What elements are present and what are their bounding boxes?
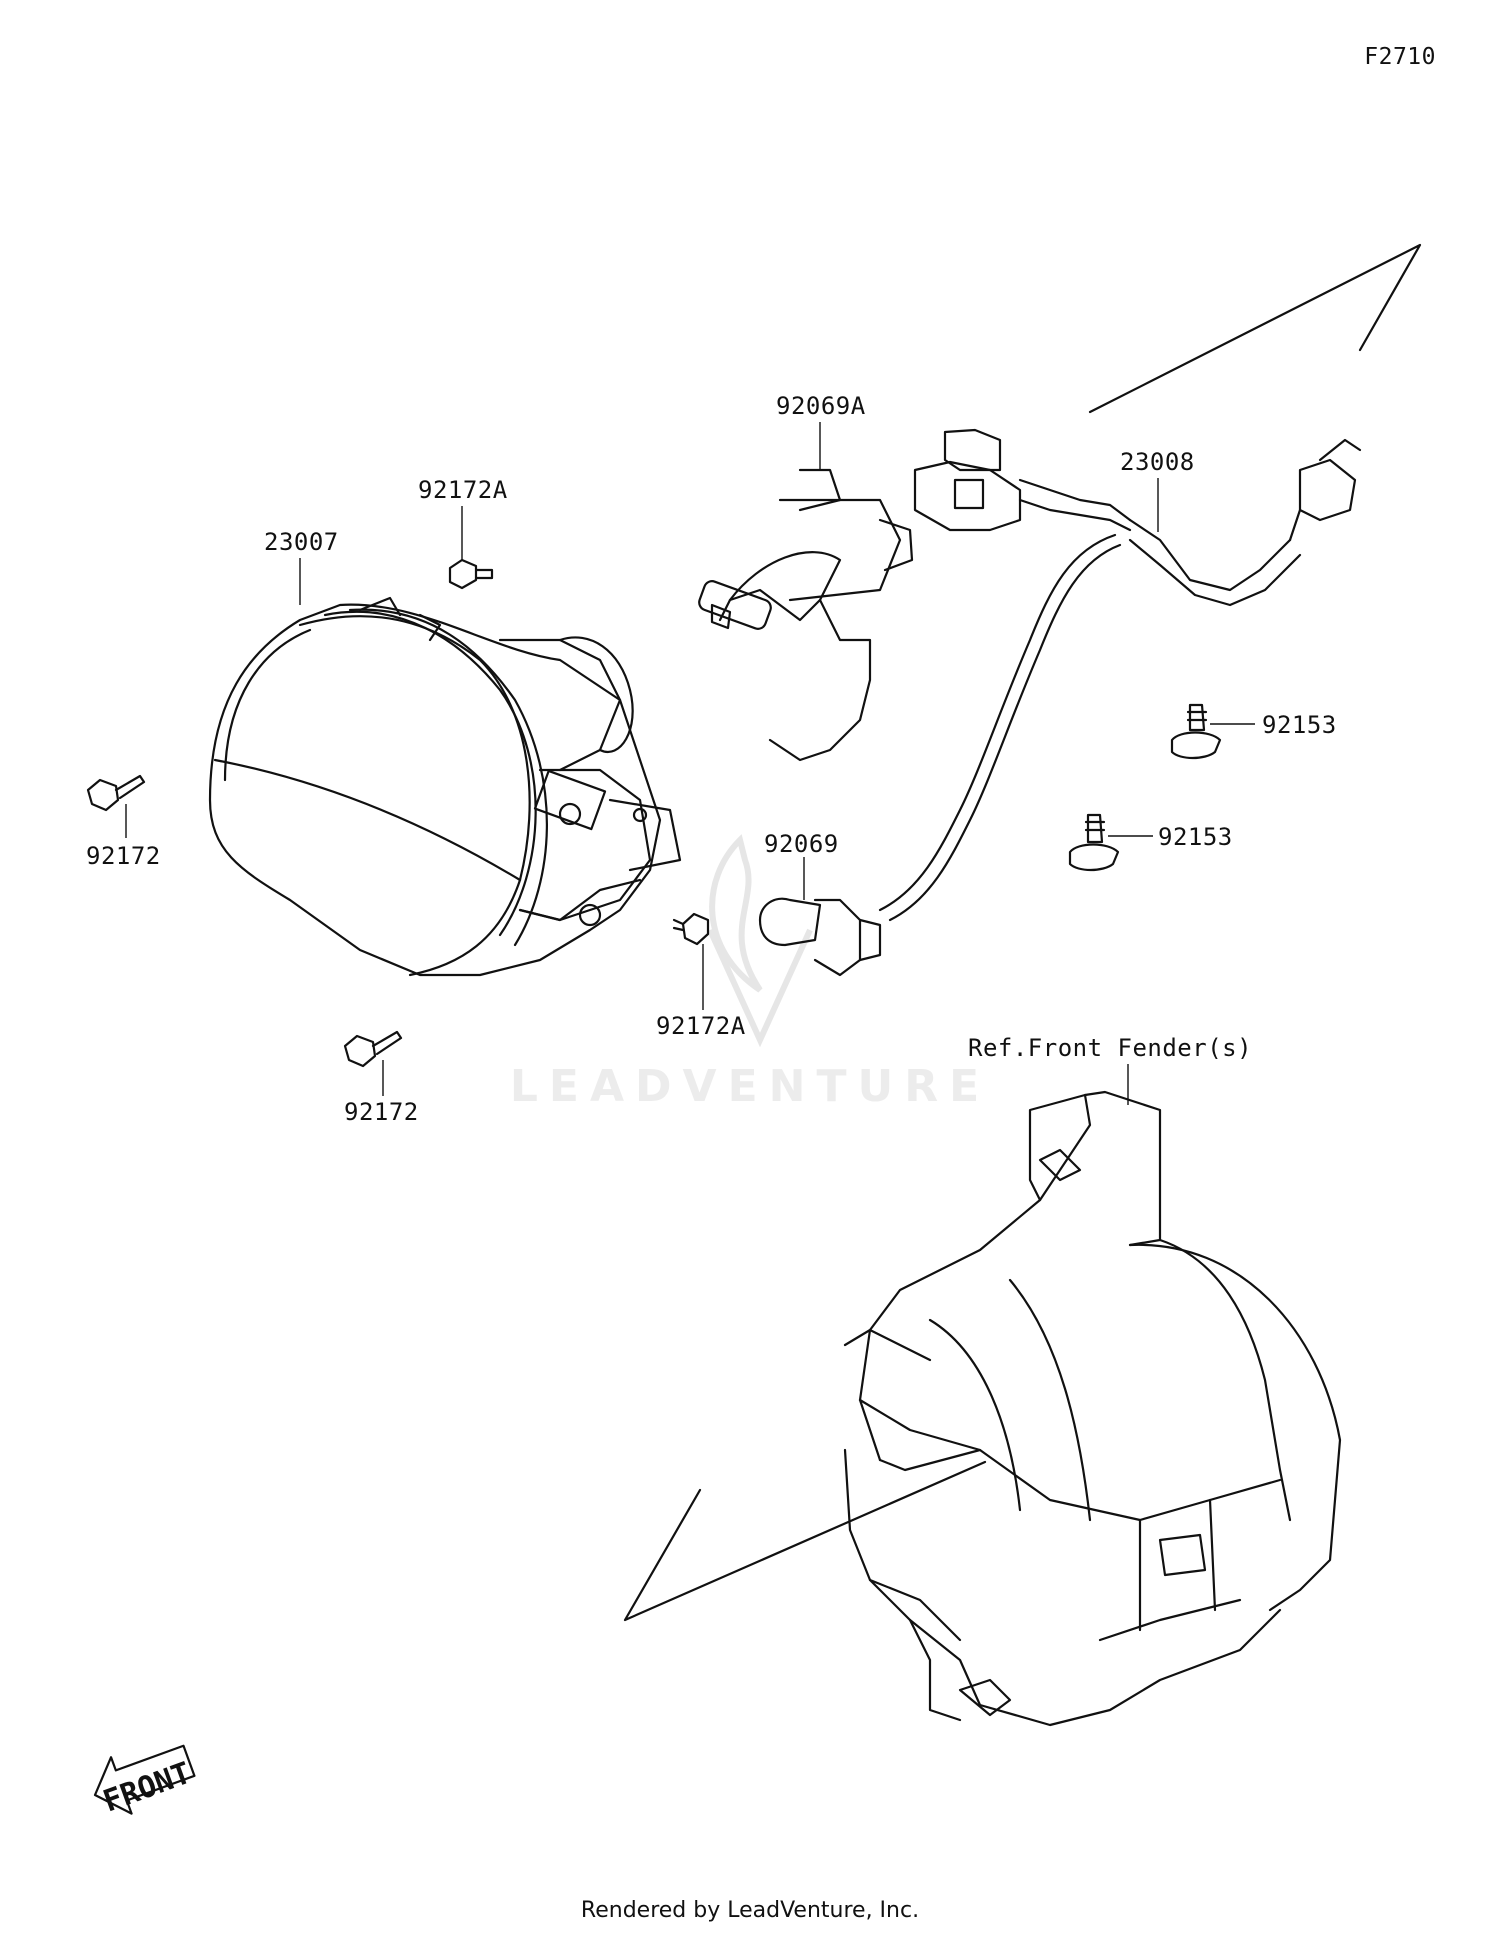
part-label-bolt-right-lower[interactable]: 92153 — [1158, 823, 1233, 851]
part-label-main-bulb[interactable]: 92069A — [776, 392, 866, 420]
part-label-headlight[interactable]: 23007 — [264, 528, 339, 556]
section-guide-lines — [623, 243, 1422, 1622]
harness-connector-icon — [878, 428, 1362, 922]
part-label-clip-center[interactable]: 92172A — [656, 1012, 746, 1040]
part-label-bolt-top[interactable]: 92172A — [418, 476, 508, 504]
diagram-code: F2710 — [1364, 44, 1436, 70]
front-direction-arrow — [93, 1744, 196, 1815]
reference-label-front-fender: Ref.Front Fender(s) — [968, 1034, 1253, 1062]
headlight-assembly — [208, 596, 682, 977]
part-label-screw-bottom[interactable]: 92172 — [344, 1098, 419, 1126]
part-label-small-bulb[interactable]: 92069 — [764, 830, 839, 858]
small-bulb-icon — [758, 897, 882, 977]
footer-credit: Rendered by LeadVenture, Inc. — [580, 1898, 920, 1923]
main-bulb-icon — [698, 468, 914, 762]
watermark-logo — [707, 834, 813, 1048]
part-label-harness[interactable]: 23008 — [1120, 448, 1195, 476]
watermark-text: LEADVENTURE — [509, 1061, 991, 1112]
front-fender-reference — [843, 1090, 1342, 1727]
part-label-bolt-right-upper[interactable]: 92153 — [1262, 711, 1337, 739]
part-label-screw-left[interactable]: 92172 — [86, 842, 161, 870]
screw-bottom-icon — [343, 1030, 403, 1068]
bolt-top-icon — [448, 558, 494, 590]
clip-center-icon — [672, 912, 710, 946]
bolt-right-lower-icon — [1068, 813, 1120, 872]
screw-left-icon — [86, 774, 146, 812]
bolt-right-upper-icon — [1170, 703, 1222, 760]
